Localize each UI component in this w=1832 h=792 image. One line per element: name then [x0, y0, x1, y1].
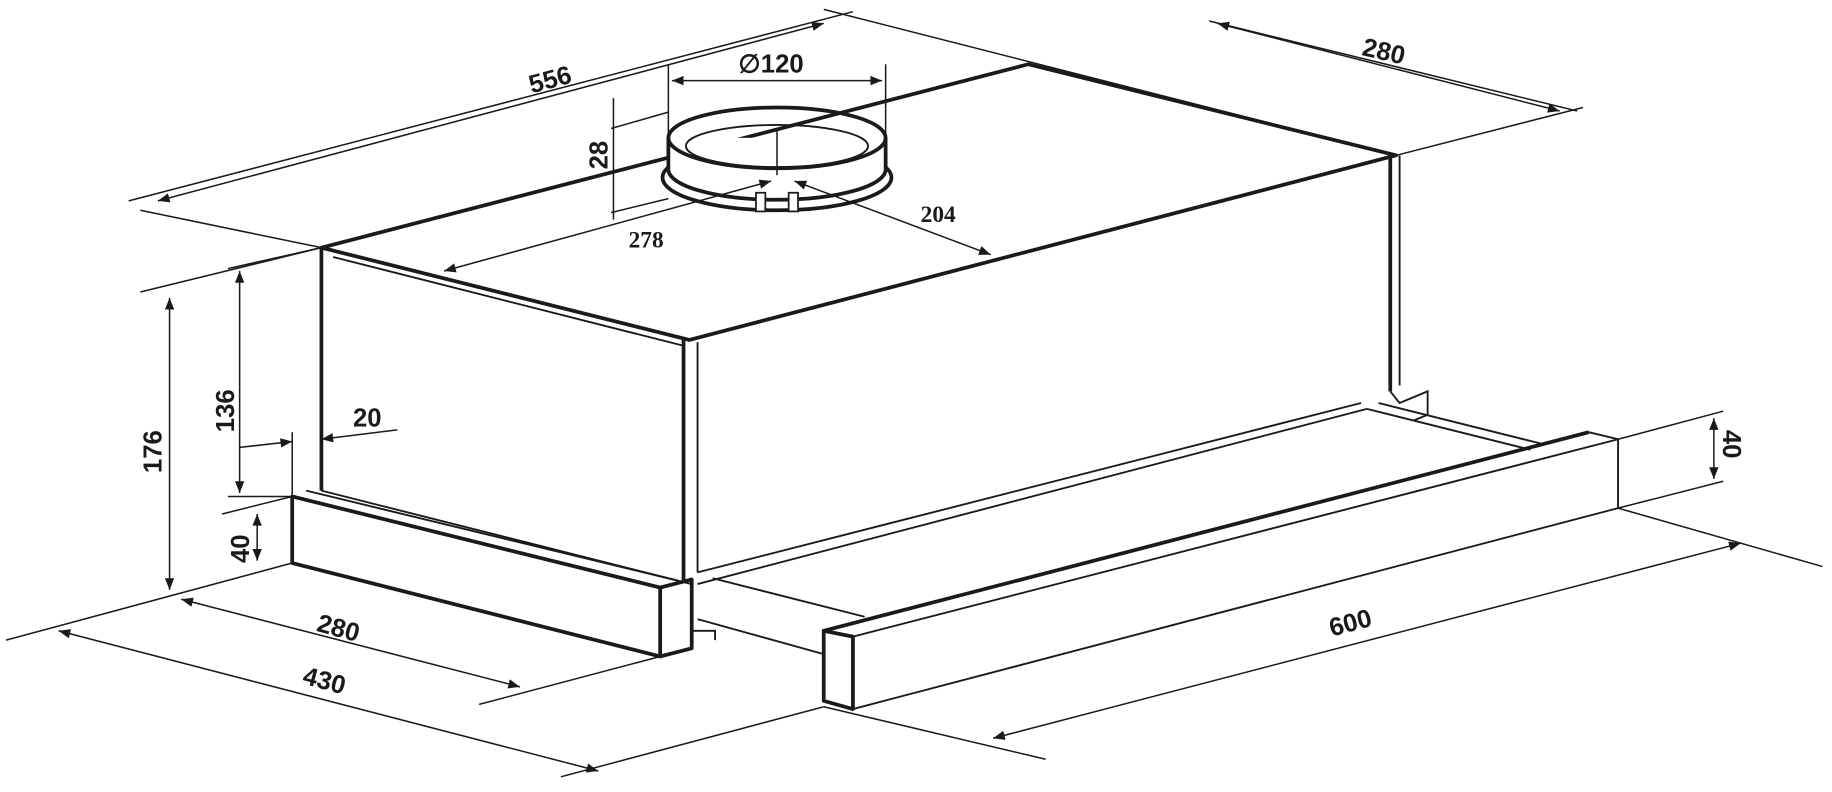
dim-280-top: 280 — [1360, 33, 1408, 70]
dim-204: 204 — [921, 202, 956, 228]
duct-collar — [660, 105, 894, 213]
dimension-lines — [5, 8, 1823, 778]
dim-40-front: 40 — [227, 534, 255, 563]
slide-tray — [697, 402, 1543, 656]
dim-40-visor: 40 — [1717, 430, 1745, 459]
dim-600: 600 — [1326, 604, 1375, 642]
dim-280-bottom: 280 — [314, 610, 363, 648]
dim-430: 430 — [300, 662, 349, 700]
dim-28: 28 — [586, 141, 614, 170]
dim-278: 278 — [629, 228, 664, 254]
dim-20: 20 — [353, 404, 382, 432]
dim-176: 176 — [139, 430, 167, 473]
visor-bar — [821, 430, 1619, 711]
dim-duct-diameter: ∅120 — [738, 50, 803, 78]
dim-556: 556 — [526, 61, 575, 99]
dim-136: 136 — [212, 389, 240, 432]
